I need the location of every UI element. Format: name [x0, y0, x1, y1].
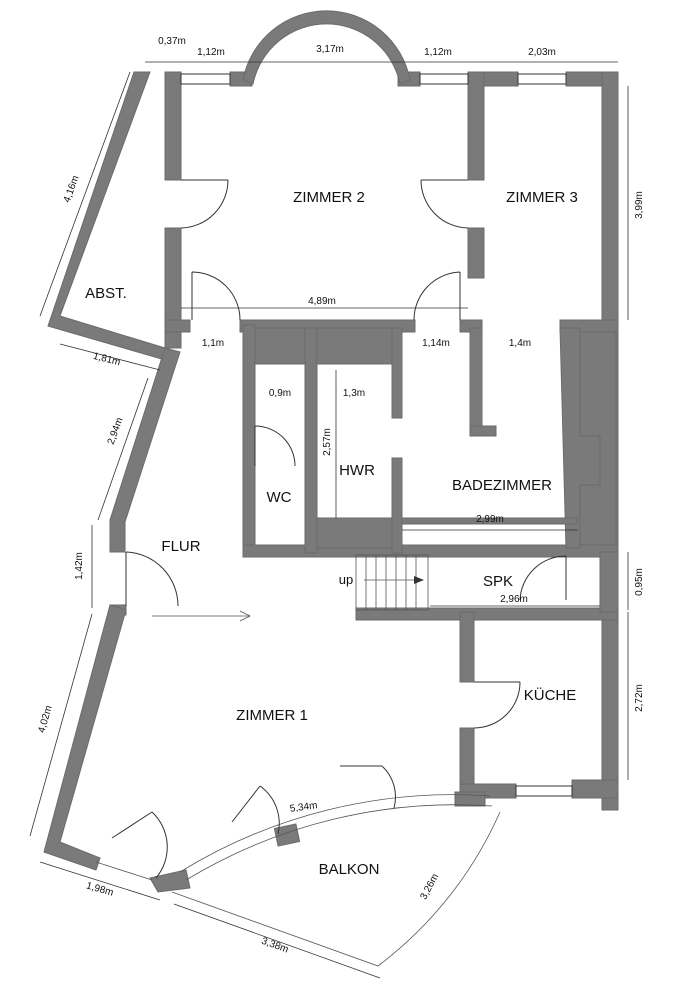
dim-left-402: 4,02m — [36, 704, 54, 734]
dim-balkon-326: 3,26m — [418, 872, 441, 902]
balkon-inner-line-2 — [179, 794, 491, 873]
door-balkon-a — [231, 785, 280, 835]
door-kueche — [473, 681, 521, 729]
dim-top-317: 3,17m — [316, 44, 344, 55]
wall-hwr-bottom-dark — [316, 517, 393, 549]
window-zimmer3 — [517, 73, 567, 85]
label-abst: ABST. — [85, 285, 127, 302]
wall-hwr-right-upper — [391, 327, 403, 419]
label-kueche: KÜCHE — [524, 686, 577, 704]
dim-bottom-198: 1,98m — [85, 880, 115, 898]
wall-flur-left — [109, 347, 181, 553]
label-wc: WC — [267, 489, 292, 506]
wall-spk-right — [599, 551, 619, 613]
wall-mid-horizontal-a — [164, 319, 191, 333]
dim-zimmer2-width: 4,89m — [308, 296, 336, 307]
wall-kueche-left-upper — [459, 611, 475, 683]
wall-z2-z3 — [467, 71, 485, 181]
dim-top-203: 2,03m — [528, 47, 556, 58]
stairs — [355, 554, 429, 611]
wall-z2-z3-lower — [467, 227, 485, 279]
dim-right-272: 2,72m — [634, 684, 645, 712]
dim-top-112-right: 1,12m — [424, 47, 452, 58]
dim-line-left-181 — [59, 343, 161, 371]
wall-bad-right — [559, 327, 601, 549]
wall-bad-pipe-foot — [469, 425, 497, 437]
wall-zimmer1-left — [43, 604, 127, 871]
label-zimmer1: ZIMMER 1 — [236, 707, 308, 724]
label-balkon: BALKON — [319, 861, 380, 878]
wall-abst-outer — [47, 71, 166, 361]
label-hwr: HWR — [339, 462, 375, 479]
dim-top-037: 0,37m — [158, 36, 186, 47]
door-wc — [254, 425, 296, 467]
window-zimmer2-right — [419, 73, 469, 85]
dim-right-095: 0,95m — [634, 568, 645, 596]
dim-hwr-13: 1,3m — [343, 388, 365, 399]
wall-stairs-bottom — [355, 607, 619, 621]
label-spk: SPK — [483, 573, 513, 590]
dim-left-181: 1,81m — [92, 351, 122, 368]
label-zimmer2: ZIMMER 2 — [293, 189, 365, 206]
dim-line-left-294 — [97, 377, 149, 521]
wall-kueche-bottom-b — [571, 779, 619, 799]
dim-left-294: 2,94m — [106, 416, 126, 446]
dim-spk-296: 2,96m — [500, 594, 528, 605]
dim-left-142: 1,42m — [74, 552, 85, 580]
wall-z2-abst-upper — [164, 71, 182, 181]
window-zimmer1-line — [95, 861, 153, 881]
dim-line-bottom-198 — [39, 861, 161, 901]
dim-door-114: 1,14m — [422, 338, 450, 349]
wall-hwr-right-lower — [391, 457, 403, 554]
door-zimmer2-right — [420, 179, 469, 229]
wall-hwr-top-dark — [316, 327, 393, 365]
dim-door-11: 1,1m — [202, 338, 224, 349]
wall-bad-left-bottom — [401, 517, 578, 525]
wall-balkon-post — [273, 823, 301, 847]
label-flur: FLUR — [161, 538, 200, 555]
window-kueche — [515, 785, 573, 797]
door-zimmer2-left — [180, 179, 229, 229]
balkon-inner-line — [185, 804, 493, 881]
door-balkon-b — [340, 765, 396, 809]
door-flur — [125, 551, 179, 607]
window-zimmer2-left — [180, 73, 231, 85]
dim-top-112-left: 1,12m — [197, 47, 225, 58]
dim-door-14: 1,4m — [509, 338, 531, 349]
door-spk — [519, 555, 567, 601]
label-badezimmer: BADEZIMMER — [452, 477, 552, 494]
door-zimmer1-left — [111, 811, 168, 879]
label-stairs-up: up — [339, 572, 353, 587]
dim-hwr-257: 2,57m — [322, 428, 333, 456]
wall-balkon-curve — [149, 869, 191, 893]
dim-line-left-416 — [39, 71, 131, 317]
flur-arrow-icon — [239, 610, 251, 622]
wall-wc-hwr — [304, 327, 318, 554]
dim-bad-299: 2,99m — [476, 514, 504, 525]
dim-bay-534: 5,34m — [289, 800, 318, 815]
wall-block-bottom — [242, 544, 619, 558]
dim-bottom-338: 3,38m — [260, 936, 290, 956]
label-zimmer3: ZIMMER 3 — [506, 189, 578, 206]
dim-line-left-402 — [29, 613, 93, 837]
bay-wall — [242, 10, 411, 85]
door-zimmer2-bottom-right — [413, 271, 461, 321]
wall-bad-pipe — [469, 327, 483, 429]
wall-z2-abst-lower — [164, 227, 182, 349]
wall-balkon-right — [454, 791, 486, 807]
door-zimmer2-bottom-left — [191, 271, 241, 321]
stairs-arrow-icon — [414, 576, 424, 584]
dim-left-416: 4,16m — [62, 174, 82, 204]
balkon-railing — [171, 811, 501, 967]
wall-wc-top-dark — [254, 327, 306, 365]
dim-line-bottom-338 — [173, 903, 381, 979]
wall-wc-left — [242, 324, 256, 556]
dim-right-399: 3,99m — [634, 191, 645, 219]
dim-wc-09: 0,9m — [269, 388, 291, 399]
